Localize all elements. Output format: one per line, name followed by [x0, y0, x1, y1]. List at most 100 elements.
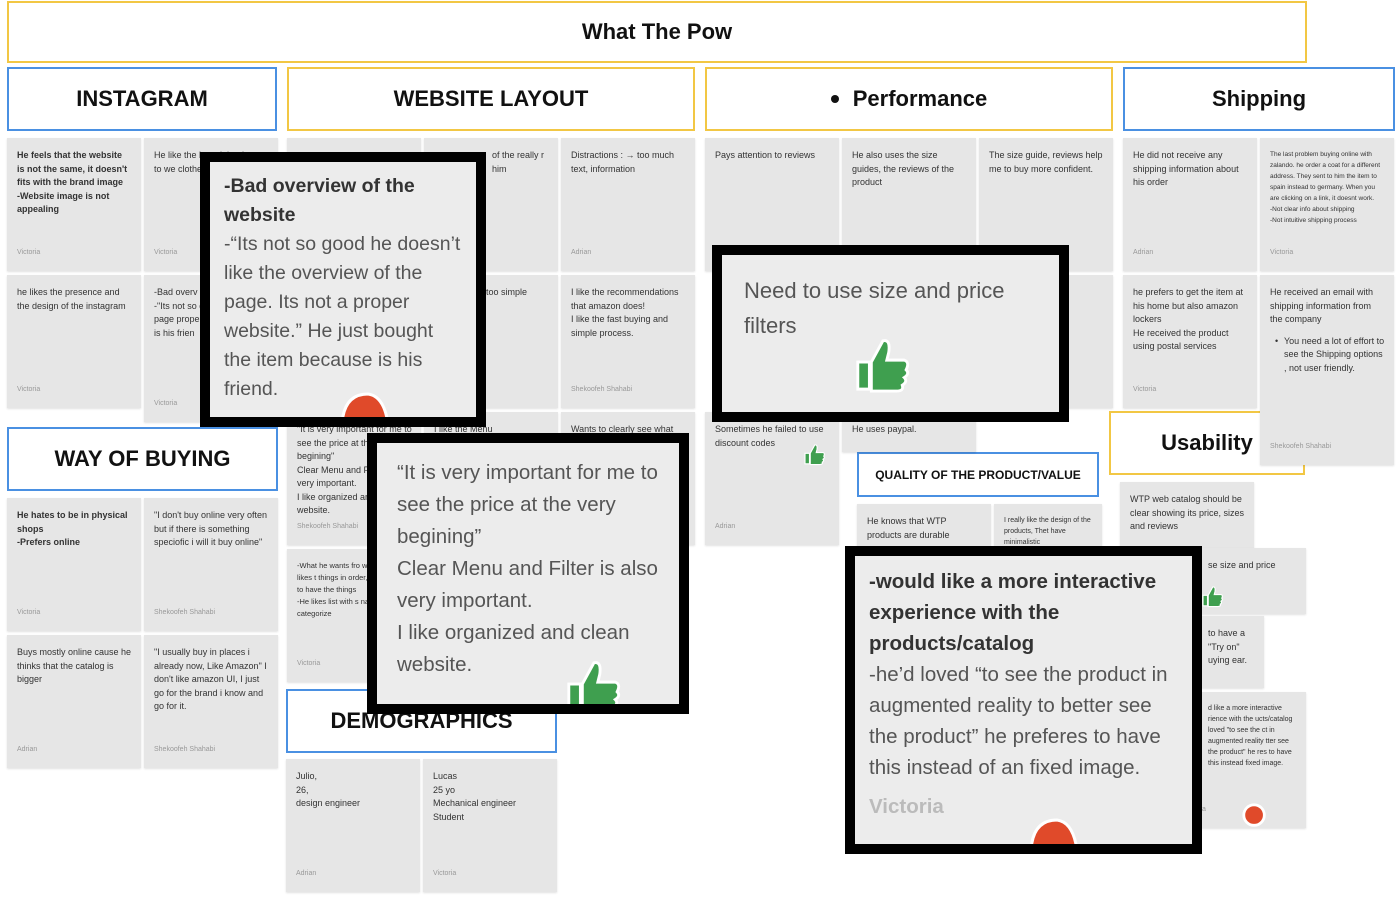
- section-label: Usability: [1161, 430, 1253, 455]
- sticky-note[interactable]: He received an email with shipping infor…: [1260, 275, 1394, 465]
- note-author: Adrian: [296, 869, 317, 877]
- red-dot-sticker-icon: [1030, 818, 1078, 844]
- note-author: Shekoofeh Shahabi: [297, 522, 359, 530]
- note-author: Victoria: [154, 399, 178, 407]
- board-title-frame[interactable]: What The Pow: [7, 1, 1307, 63]
- sticky-note[interactable]: WTP web catalog should be clear showing …: [1120, 482, 1254, 548]
- section-performance[interactable]: Performance: [705, 67, 1113, 131]
- section-way-of-buying[interactable]: WAY OF BUYING: [7, 427, 278, 491]
- callout-text: Need to use size and price filters: [744, 278, 1005, 338]
- note-author: Victoria: [154, 248, 178, 256]
- thumbs-up-icon: [567, 661, 621, 704]
- section-label: WAY OF BUYING: [54, 446, 231, 471]
- callout-text: “It is very important for me to see the …: [397, 461, 658, 676]
- note-text: Lucas 25 yo Mechanical engineer Student: [433, 771, 517, 822]
- note-author: Victoria: [17, 608, 41, 616]
- sticky-note[interactable]: he likes the presence and the design of …: [7, 275, 141, 408]
- sticky-note[interactable]: "I don't buy online very often but if th…: [144, 498, 278, 631]
- note-text: Wants to clearly see what: [571, 424, 674, 434]
- zoom-callout-size-price-filters[interactable]: Need to use size and price filters: [712, 245, 1069, 422]
- note-text: Julio, 26, design engineer: [296, 771, 361, 808]
- note-text: se size and price: [1208, 560, 1276, 570]
- section-instagram[interactable]: INSTAGRAM: [7, 67, 277, 131]
- note-author: Victoria: [297, 659, 321, 667]
- note-text: Distractions : → too much text, informat…: [571, 150, 675, 174]
- note-text: of the really r him: [492, 150, 545, 174]
- note-text: I like the recommendations that amazon d…: [571, 287, 679, 338]
- note-author: Adrian: [571, 248, 592, 256]
- note-text: too simple: [486, 287, 528, 297]
- callout-bold-text: -Bad overview of the website: [224, 175, 415, 226]
- zoom-callout-price-visibility[interactable]: “It is very important for me to see the …: [367, 433, 689, 714]
- note-text: He hates to be in physical shops -Prefer…: [17, 510, 128, 547]
- sticky-note[interactable]: I like the recommendations that amazon d…: [561, 275, 695, 408]
- note-text: he prefers to get the item at his home b…: [1133, 287, 1244, 351]
- sticky-note[interactable]: The last problem buying online with zala…: [1260, 138, 1394, 271]
- note-author: Adrian: [17, 745, 38, 753]
- section-label: Shipping: [1211, 86, 1307, 111]
- note-author: Adrian: [715, 522, 736, 530]
- thumbs-up-icon: [856, 339, 910, 393]
- red-dot-sticker-icon: [1242, 803, 1266, 827]
- sticky-note[interactable]: Distractions : → too much text, informat…: [561, 138, 695, 271]
- note-author: a: [1202, 805, 1206, 813]
- note-text: He received an email with shipping infor…: [1270, 287, 1374, 324]
- note-text: The size guide, reviews help me to buy m…: [989, 150, 1103, 174]
- note-author: Victoria: [17, 248, 41, 256]
- note-author: Victoria: [433, 869, 457, 877]
- note-author: Shekoofeh Shahabi: [1270, 442, 1332, 450]
- sticky-note[interactable]: "I usually buy in places i already now, …: [144, 635, 278, 768]
- sticky-note[interactable]: Lucas 25 yo Mechanical engineer Student …: [423, 759, 557, 892]
- note-author: Shekoofeh Shahabi: [571, 385, 633, 393]
- note-author: Shekoofeh Shahabi: [154, 745, 216, 753]
- section-label: WEBSITE LAYOUT: [393, 86, 589, 111]
- sticky-note[interactable]: he prefers to get the item at his home b…: [1123, 275, 1257, 408]
- sticky-note[interactable]: I really like the design of the products…: [994, 504, 1102, 548]
- note-text: He also uses the size guides, the review…: [852, 150, 955, 187]
- zoom-callout-bad-overview[interactable]: -Bad overview of the website -“Its not s…: [200, 152, 486, 427]
- note-text: I really like the design of the products…: [1004, 517, 1091, 546]
- note-author: Victoria: [1133, 385, 1157, 393]
- note-author: Victoria: [1270, 248, 1294, 256]
- thumbs-up-icon: [804, 444, 825, 466]
- sticky-note[interactable]: He hates to be in physical shops -Prefer…: [7, 498, 141, 631]
- section-quality[interactable]: QUALITY OF THE PRODUCT/VALUE: [857, 452, 1099, 497]
- note-text: to have a "Try on" uying ear.: [1208, 628, 1248, 665]
- note-text: Buys mostly online cause he thinks that …: [17, 647, 132, 684]
- sticky-note[interactable]: Sometimes he failed to use discount code…: [705, 412, 839, 545]
- sticky-note[interactable]: He feels that the website is not the sam…: [7, 138, 141, 271]
- note-text: WTP web catalog should be clear showing …: [1130, 494, 1245, 531]
- note-text: d like a more interactive rience with th…: [1208, 705, 1293, 767]
- note-text: "I usually buy in places i already now, …: [154, 647, 267, 711]
- board-title: What The Pow: [581, 19, 733, 44]
- note-text: He feels that the website is not the sam…: [17, 150, 128, 214]
- sticky-note[interactable]: He knows that WTP products are durable: [857, 504, 991, 548]
- section-website-layout[interactable]: WEBSITE LAYOUT: [287, 67, 695, 131]
- section-label: INSTAGRAM: [76, 86, 208, 111]
- note-author: Victoria: [17, 385, 41, 393]
- section-label: Performance: [852, 86, 988, 111]
- note-text: he likes the presence and the design of …: [17, 287, 126, 311]
- thumbs-up-icon: [1202, 586, 1223, 608]
- note-text: I like the Menu: [434, 424, 493, 434]
- callout-author: Victoria: [869, 795, 944, 818]
- callout-bold-text: -would like a more interactive experienc…: [869, 570, 1157, 655]
- note-text: Pays attention to reviews: [715, 150, 816, 160]
- section-label: QUALITY OF THE PRODUCT/VALUE: [875, 467, 1081, 482]
- callout-text: -“Its not so good he doesn’t like the ov…: [224, 233, 461, 400]
- zoom-callout-interactive-experience[interactable]: -would like a more interactive experienc…: [845, 546, 1202, 854]
- note-bullet: • You need a lot of effort to see the Sh…: [1275, 335, 1385, 373]
- red-dot-sticker-icon: [341, 392, 389, 417]
- sticky-note[interactable]: He did not receive any shipping informat…: [1123, 138, 1257, 271]
- note-author: Shekoofeh Shahabi: [154, 608, 216, 616]
- note-text: Sometimes he failed to use discount code…: [715, 424, 824, 448]
- note-text: "I don't buy online very often but if th…: [154, 510, 267, 547]
- note-text: The last problem buying online with zala…: [1270, 151, 1381, 224]
- callout-text: -he’d loved “to see the product in augme…: [869, 663, 1168, 779]
- sticky-note[interactable]: Buys mostly online cause he thinks that …: [7, 635, 141, 768]
- note-text: He uses paypal.: [852, 424, 917, 434]
- note-text: He knows that WTP products are durable: [867, 516, 950, 540]
- sticky-note[interactable]: Julio, 26, design engineer Adrian: [286, 759, 420, 892]
- section-shipping[interactable]: Shipping: [1123, 67, 1395, 131]
- note-author: Adrian: [1133, 248, 1154, 256]
